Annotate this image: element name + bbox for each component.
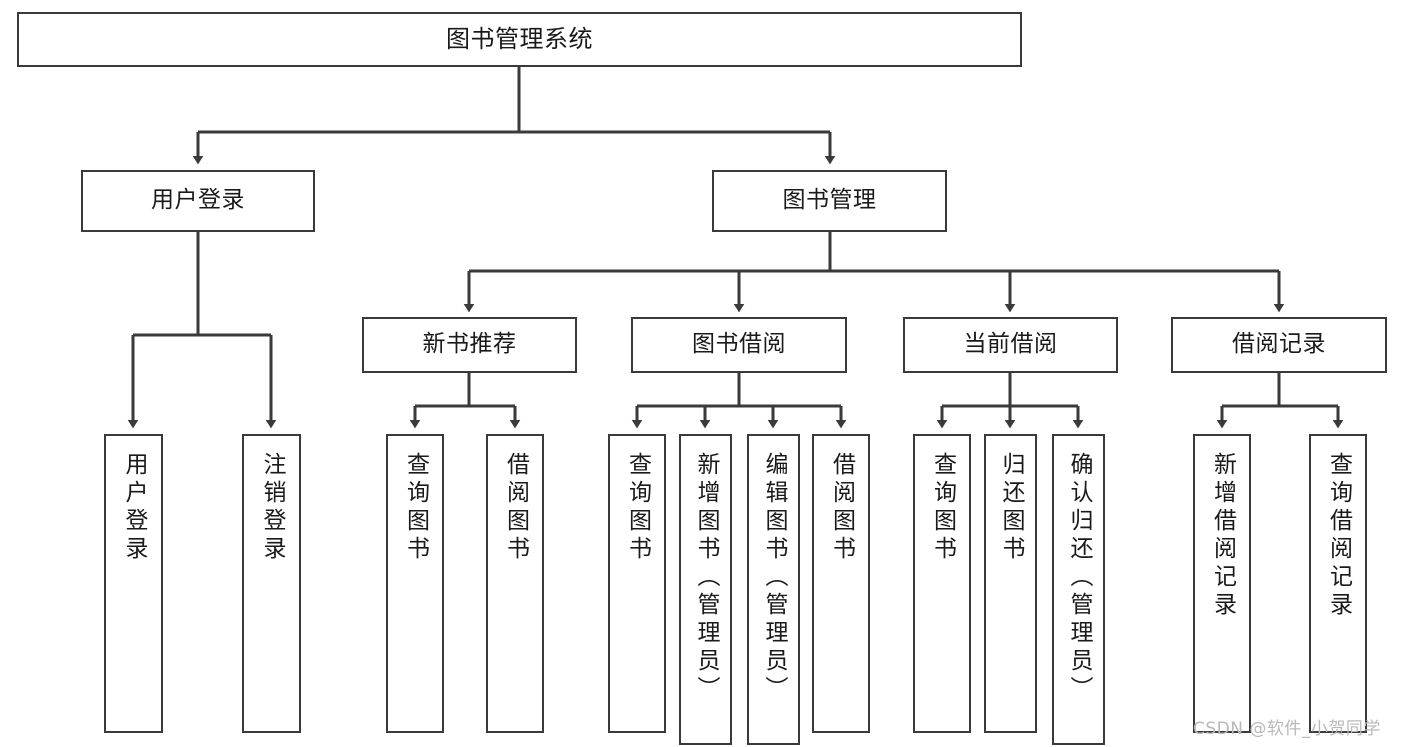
node-leaf-rec-borrow-book-label: 借阅图书 — [502, 452, 529, 564]
node-leaf-rec-query-book[interactable]: 查询图书 — [386, 434, 444, 733]
node-book-manage-label: 图书管理 — [782, 187, 877, 214]
node-leaf-current-return-book[interactable]: 归还图书 — [984, 434, 1037, 733]
node-leaf-borrow-edit-book[interactable]: 编辑图书（管理员） — [747, 434, 800, 745]
node-leaf-record-query-label: 查询借阅记录 — [1325, 452, 1352, 620]
node-borrow-record[interactable]: 借阅记录 — [1171, 317, 1387, 373]
node-leaf-record-add[interactable]: 新增借阅记录 — [1193, 434, 1251, 733]
node-leaf-borrow-add-book-label: 新增图书（管理员） — [693, 452, 719, 704]
node-leaf-borrow-borrow-book-label: 借阅图书 — [828, 452, 855, 564]
node-leaf-borrow-borrow-book[interactable]: 借阅图书 — [812, 434, 870, 733]
node-root[interactable]: 图书管理系统 — [17, 12, 1022, 67]
node-leaf-current-query-book[interactable]: 查询图书 — [913, 434, 971, 733]
node-leaf-current-return-book-label: 归还图书 — [998, 452, 1024, 564]
node-new-book-recommend[interactable]: 新书推荐 — [362, 317, 577, 373]
node-book-manage[interactable]: 图书管理 — [712, 170, 947, 232]
node-leaf-record-query[interactable]: 查询借阅记录 — [1309, 434, 1367, 733]
node-book-borrow[interactable]: 图书借阅 — [631, 317, 847, 373]
node-leaf-rec-query-book-label: 查询图书 — [402, 452, 429, 564]
node-leaf-current-query-book-label: 查询图书 — [929, 452, 956, 564]
node-borrow-record-label: 借阅记录 — [1232, 331, 1326, 358]
node-leaf-logout[interactable]: 注销登录 — [242, 434, 301, 733]
node-leaf-borrow-edit-book-label: 编辑图书（管理员） — [761, 452, 787, 704]
node-leaf-borrow-add-book[interactable]: 新增图书（管理员） — [679, 434, 732, 745]
node-leaf-user-login[interactable]: 用户登录 — [104, 434, 163, 733]
node-leaf-rec-borrow-book[interactable]: 借阅图书 — [486, 434, 544, 733]
node-current-borrow[interactable]: 当前借阅 — [903, 317, 1118, 373]
node-leaf-current-confirm-return-label: 确认归还（管理员） — [1066, 452, 1092, 704]
node-current-borrow-label: 当前借阅 — [963, 331, 1058, 358]
node-leaf-borrow-query-book[interactable]: 查询图书 — [608, 434, 666, 733]
node-leaf-borrow-query-book-label: 查询图书 — [624, 452, 651, 564]
node-user-login[interactable]: 用户登录 — [81, 170, 315, 232]
node-leaf-record-add-label: 新增借阅记录 — [1209, 452, 1236, 620]
node-user-login-label: 用户登录 — [151, 187, 245, 214]
node-root-label: 图书管理系统 — [446, 25, 593, 54]
csdn-watermark: CSDN @软件_小贺同学 — [1193, 719, 1381, 739]
node-new-book-recommend-label: 新书推荐 — [422, 331, 517, 358]
node-leaf-logout-label: 注销登录 — [259, 452, 285, 564]
node-leaf-user-login-label: 用户登录 — [121, 452, 147, 564]
node-leaf-current-confirm-return[interactable]: 确认归还（管理员） — [1052, 434, 1105, 745]
node-book-borrow-label: 图书借阅 — [692, 331, 786, 358]
